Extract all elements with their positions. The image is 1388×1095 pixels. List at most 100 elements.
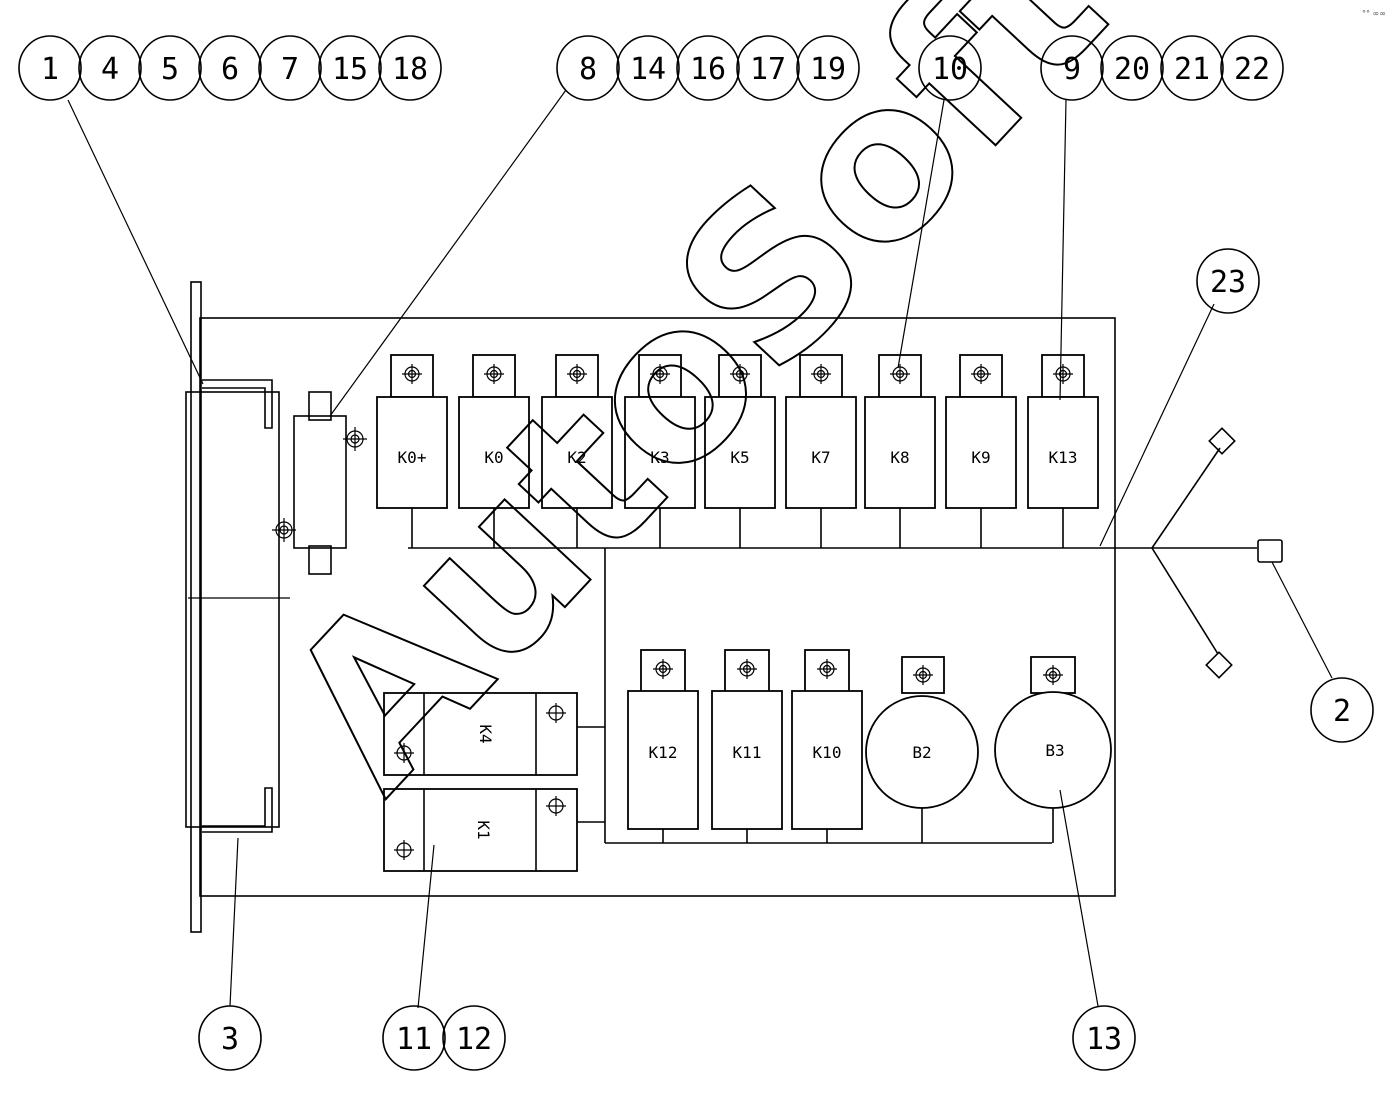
- bottom-relay-row: K12 K11 K10: [627, 649, 863, 843]
- relay: K0+: [376, 354, 448, 548]
- callout-23: 23: [1196, 248, 1260, 314]
- component-label: K2: [567, 448, 586, 467]
- screw-icon: [730, 364, 750, 384]
- relay: K7: [785, 354, 857, 548]
- callout-4: 4: [78, 35, 142, 101]
- connector-icon: [1205, 651, 1233, 679]
- component-label: B2: [912, 743, 931, 762]
- top-relay-row: K0+ K0 K2 K3 K5 K7 K8 K9 K13: [376, 354, 1099, 548]
- callout-label: 7: [281, 52, 299, 87]
- corner-mark: °° ∞∞: [1362, 9, 1386, 18]
- screw-icon: [653, 659, 673, 679]
- callout-label: 3: [221, 1022, 239, 1057]
- callout-label: 14: [630, 52, 666, 87]
- callout-3: 3: [198, 1005, 262, 1071]
- screw-icon: [546, 796, 566, 816]
- front-plate: [190, 281, 202, 933]
- callout-18: 18: [378, 35, 442, 101]
- callout-label: 17: [750, 52, 786, 87]
- enclosure: [185, 281, 1116, 933]
- connector-icon: [1257, 539, 1283, 563]
- relay: K10: [791, 649, 863, 843]
- screw-icon: [971, 364, 991, 384]
- callout-8: 8: [556, 35, 620, 101]
- enclosure-outline: [199, 317, 1116, 897]
- screw-icon: [811, 364, 831, 384]
- component-label: K11: [733, 743, 762, 762]
- screw-icon: [817, 659, 837, 679]
- callout-label: 8: [579, 52, 597, 87]
- screw-icon: [737, 659, 757, 679]
- screw-icon: [402, 364, 422, 384]
- callout-19: 19: [796, 35, 860, 101]
- fuse-holder: [272, 391, 367, 575]
- callout-label: 10: [932, 52, 968, 87]
- component-label: K13: [1049, 448, 1078, 467]
- screw-icon: [343, 427, 367, 451]
- callout-20: 20: [1100, 35, 1164, 101]
- callout-14: 14: [616, 35, 680, 101]
- relay: K8: [864, 354, 936, 548]
- callout-label: 15: [332, 52, 368, 87]
- callout-label: 19: [810, 52, 846, 87]
- callout-label: 23: [1210, 265, 1246, 300]
- callout-21: 21: [1160, 35, 1224, 101]
- component-label: K12: [649, 743, 678, 762]
- callout-label: 11: [396, 1022, 432, 1057]
- callout-16: 16: [676, 35, 740, 101]
- screw-icon: [394, 743, 414, 763]
- callout-22: 22: [1220, 35, 1284, 101]
- relay: K12: [627, 649, 699, 843]
- callout-label: 12: [456, 1022, 492, 1057]
- relay: K3: [624, 354, 696, 548]
- component-label: B3: [1045, 741, 1064, 760]
- callout-13: 13: [1072, 1005, 1136, 1071]
- callout-6: 6: [198, 35, 262, 101]
- screw-icon: [546, 703, 566, 723]
- component-label: K1: [474, 820, 493, 839]
- callout-label: 2: [1333, 694, 1351, 729]
- callout-label: 4: [101, 52, 119, 87]
- component-label: K7: [811, 448, 830, 467]
- relay: K11: [711, 649, 783, 843]
- callout-label: 5: [161, 52, 179, 87]
- screw-icon: [567, 364, 587, 384]
- connector-icon: [1208, 427, 1236, 455]
- relay: K2: [541, 354, 613, 548]
- bus-wiring: [408, 427, 1283, 844]
- side-relay-k1: K1: [383, 788, 578, 872]
- callout-label: 9: [1063, 52, 1081, 87]
- callout-1: 1: [18, 35, 82, 101]
- component-label: K3: [650, 448, 669, 467]
- screw-icon: [1053, 364, 1073, 384]
- screw-icon: [484, 364, 504, 384]
- callout-label: 18: [392, 52, 428, 87]
- callout-label: 1: [41, 52, 59, 87]
- screw-icon: [1043, 665, 1063, 685]
- component-label: K5: [730, 448, 749, 467]
- component-label: K4: [476, 724, 495, 743]
- component-label: K10: [813, 743, 842, 762]
- callout-7: 7: [258, 35, 322, 101]
- component-label: K0+: [398, 448, 427, 467]
- callout-10: 10: [918, 35, 982, 101]
- callout-label: 16: [690, 52, 726, 87]
- screw-icon: [650, 364, 670, 384]
- side-relay-k4: K4: [383, 692, 578, 776]
- screw-icon: [890, 364, 910, 384]
- callout-label: 6: [221, 52, 239, 87]
- front-panel: [185, 391, 280, 828]
- callout-label: 20: [1114, 52, 1150, 87]
- component-label: K0: [484, 448, 503, 467]
- callout-17: 17: [736, 35, 800, 101]
- round-component-b2: B2: [865, 656, 979, 843]
- callout-2: 2: [1310, 677, 1374, 743]
- component-label: K8: [890, 448, 909, 467]
- relay: K5: [704, 354, 776, 548]
- relay: K9: [945, 354, 1017, 548]
- relay: K0: [458, 354, 530, 548]
- callout-15: 15: [318, 35, 382, 101]
- callout-label: 22: [1234, 52, 1270, 87]
